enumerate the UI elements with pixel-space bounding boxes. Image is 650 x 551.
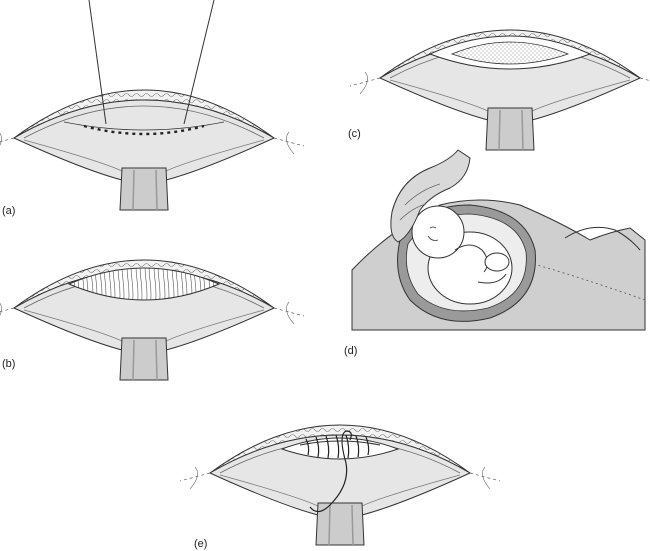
- panel-label-a: (a): [2, 205, 16, 217]
- panel-label-d: (d): [344, 345, 358, 357]
- suture-thread-left: [88, 0, 107, 125]
- panel-a-illustration: [0, 0, 305, 211]
- panel-label-e: (e): [194, 538, 208, 550]
- panel-e-illustration: [179, 424, 501, 546]
- suture-thread-right: [183, 0, 215, 125]
- suture-thread: [309, 430, 352, 513]
- panel-c-illustration: [349, 29, 650, 151]
- panel-label-b: (b): [2, 358, 16, 370]
- panel-d-illustration: [351, 149, 646, 331]
- panel-label-c: (c): [348, 128, 361, 140]
- panel-b-illustration: [0, 259, 305, 381]
